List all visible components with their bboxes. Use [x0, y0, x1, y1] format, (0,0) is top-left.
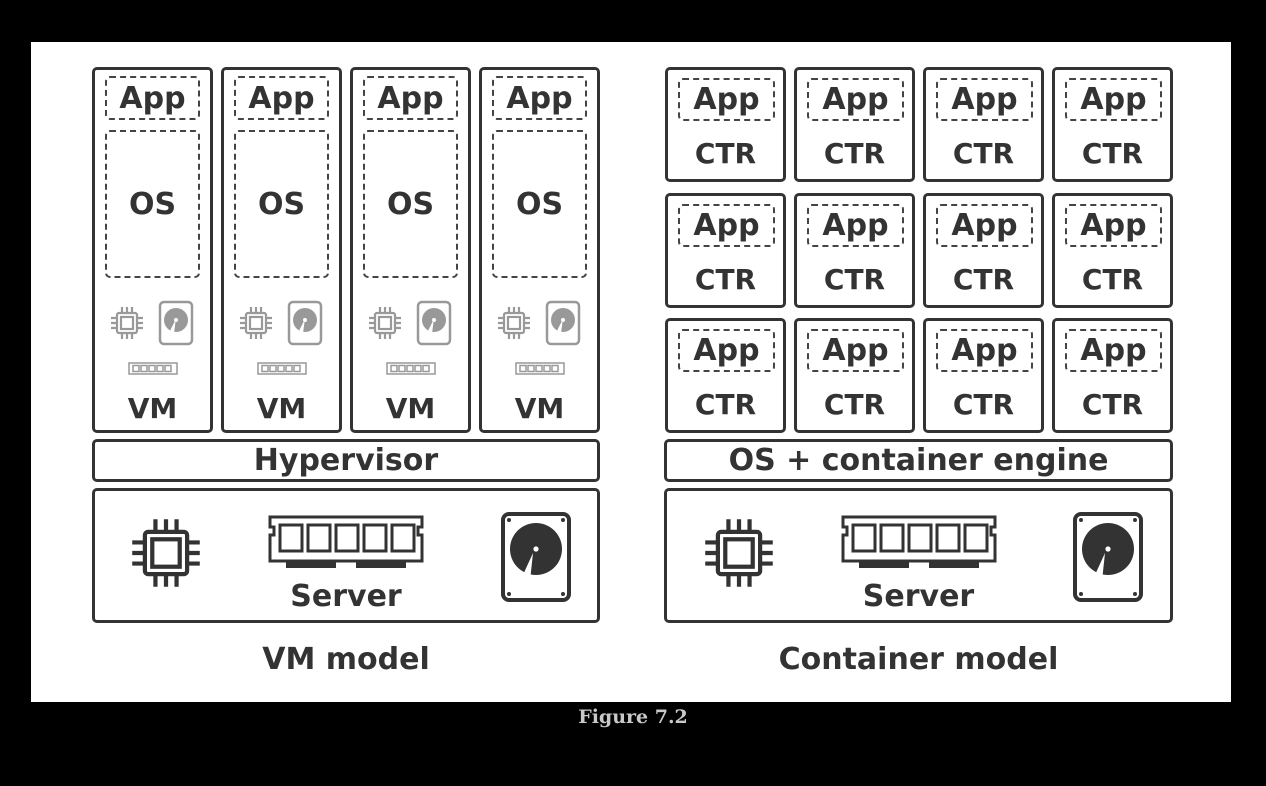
container-app-box: App — [678, 78, 775, 121]
vm-os-label: OS — [515, 186, 564, 222]
container-app-label: App — [1080, 82, 1147, 117]
vm-box: App OS VM — [479, 67, 600, 433]
container-label: CTR — [1081, 136, 1144, 170]
hard-disk-icon — [416, 300, 452, 346]
vm-label: VM — [385, 391, 436, 425]
container-app-box: App — [678, 204, 775, 247]
container-app-box: App — [1065, 329, 1162, 372]
cpu-icon — [238, 305, 274, 341]
vm-app-box: App — [492, 76, 587, 120]
container-app-label: App — [951, 82, 1018, 117]
container-app-box: App — [807, 78, 904, 121]
container-app-box: App — [1065, 204, 1162, 247]
container-app-box: App — [936, 329, 1033, 372]
vm-label: VM — [514, 391, 565, 425]
vm-app-label: App — [377, 80, 444, 116]
container-model-caption: Container model — [778, 642, 1059, 677]
hypervisor-bar: Hypervisor — [92, 439, 600, 482]
vm-app-label: App — [506, 80, 573, 116]
container-label: CTR — [1081, 387, 1144, 421]
container-app-box: App — [936, 78, 1033, 121]
ram-icon — [841, 515, 997, 570]
container-app-box: App — [936, 204, 1033, 247]
container-app-label: App — [693, 208, 760, 243]
container-app-label: App — [822, 333, 889, 368]
container-app-label: App — [693, 82, 760, 117]
cpu-icon — [496, 305, 532, 341]
container-label: CTR — [823, 136, 886, 170]
vm-os-box: OS — [492, 130, 587, 278]
vm-box: App OS VM — [221, 67, 342, 433]
container-engine-bar: OS + container engine — [664, 439, 1173, 482]
container-app-label: App — [951, 208, 1018, 243]
ram-icon — [257, 362, 307, 375]
vm-os-box: OS — [234, 130, 329, 278]
vm-os-label: OS — [257, 186, 306, 222]
vm-box: App OS VM — [350, 67, 471, 433]
server-label: Server — [862, 579, 975, 614]
vm-label: VM — [127, 391, 178, 425]
vm-app-label: App — [119, 80, 186, 116]
diagram-panel: App OS VM App OS VM App OS VM — [31, 42, 1231, 702]
container-app-label: App — [1080, 333, 1147, 368]
container-label: CTR — [823, 387, 886, 421]
cpu-icon — [109, 305, 145, 341]
vm-os-label: OS — [386, 186, 435, 222]
container-label: CTR — [694, 136, 757, 170]
vm-app-label: App — [248, 80, 315, 116]
ram-icon — [386, 362, 436, 375]
hard-disk-icon — [545, 300, 581, 346]
container-app-box: App — [807, 204, 904, 247]
container-label: CTR — [952, 262, 1015, 296]
vm-app-box: App — [363, 76, 458, 120]
hard-disk-icon — [287, 300, 323, 346]
container-app-label: App — [822, 208, 889, 243]
vm-os-label: OS — [128, 186, 177, 222]
ram-icon — [268, 515, 424, 570]
ram-icon — [128, 362, 178, 375]
container-app-label: App — [951, 333, 1018, 368]
hypervisor-label: Hypervisor — [253, 443, 439, 478]
ram-icon — [515, 362, 565, 375]
container-app-label: App — [1080, 208, 1147, 243]
vm-app-box: App — [105, 76, 200, 120]
server-label: Server — [290, 579, 402, 614]
vm-os-box: OS — [105, 130, 200, 278]
container-label: CTR — [694, 387, 757, 421]
vm-os-box: OS — [363, 130, 458, 278]
cpu-icon — [367, 305, 403, 341]
container-app-box: App — [678, 329, 775, 372]
container-label: CTR — [952, 387, 1015, 421]
vm-server-box: Server — [92, 488, 600, 623]
container-label: CTR — [1081, 262, 1144, 296]
vm-label: VM — [256, 391, 307, 425]
container-label: CTR — [823, 262, 886, 296]
container-app-box: App — [1065, 78, 1162, 121]
hard-disk-icon — [158, 300, 194, 346]
figure-caption: Figure 7.2 — [578, 706, 688, 728]
container-label: CTR — [694, 262, 757, 296]
container-app-label: App — [693, 333, 760, 368]
vm-model-caption: VM model — [262, 642, 430, 677]
container-engine-label: OS + container engine — [728, 443, 1109, 478]
container-server-box: Server — [664, 488, 1173, 623]
container-label: CTR — [952, 136, 1015, 170]
container-app-label: App — [822, 82, 889, 117]
container-app-box: App — [807, 329, 904, 372]
vm-box: App OS VM — [92, 67, 213, 433]
vm-app-box: App — [234, 76, 329, 120]
